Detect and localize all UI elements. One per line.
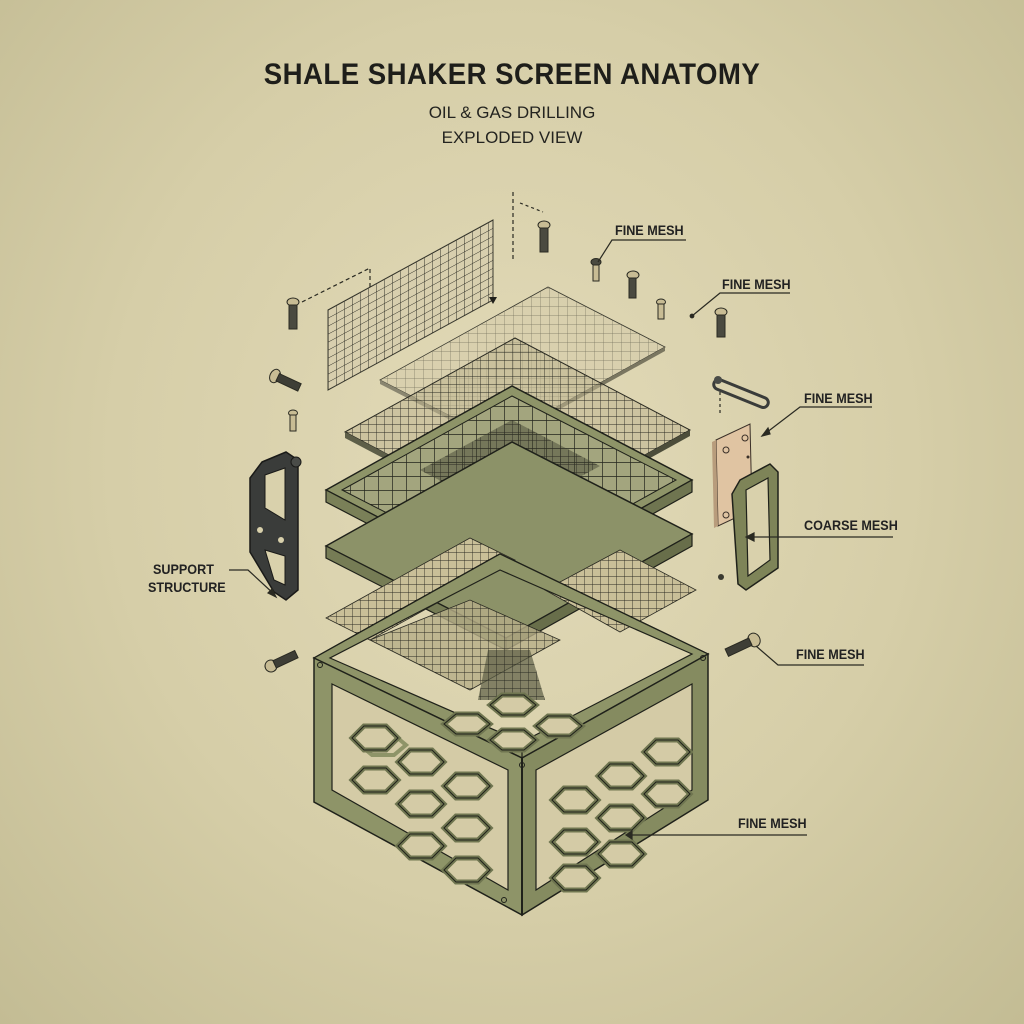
screw-icon — [656, 298, 666, 320]
screw-icon — [626, 270, 640, 299]
screw-icon — [590, 258, 602, 282]
clamp-bolt — [712, 376, 770, 414]
screw-icon — [286, 297, 300, 330]
diagram-subtitle-industry: OIL & GAS DRILLING — [428, 103, 596, 122]
coarse-mesh-seal-ring — [718, 463, 779, 591]
screw-icon — [288, 409, 298, 432]
label-fine-mesh-5: FINE MESH — [738, 815, 807, 831]
screw-icon — [714, 307, 728, 338]
label-fine-mesh-1: FINE MESH — [615, 222, 684, 238]
label-fine-mesh-3: FINE MESH — [804, 390, 873, 406]
label-support-structure-line2: STRUCTURE — [148, 579, 226, 595]
label-fine-mesh-2: FINE MESH — [722, 276, 791, 292]
lower-mesh-layer — [325, 537, 697, 700]
screw-icon — [537, 220, 551, 253]
label-support-structure-line1: SUPPORT — [153, 561, 214, 577]
leader-lines — [229, 239, 893, 841]
screw-icon — [264, 649, 299, 673]
label-fine-mesh-4: FINE MESH — [796, 646, 865, 662]
diagram-title: SHALE SHAKER SCREEN ANATOMY — [263, 58, 761, 91]
screw-icon — [269, 368, 302, 392]
support-bracket — [249, 451, 302, 601]
hexagonal-support-frame — [312, 553, 710, 917]
diagram-subtitle-view: EXPLODED VIEW — [441, 128, 583, 147]
vertical-fine-mesh-panel — [301, 192, 544, 391]
screw-icon — [724, 632, 761, 657]
label-coarse-mesh: COARSE MESH — [804, 517, 898, 533]
